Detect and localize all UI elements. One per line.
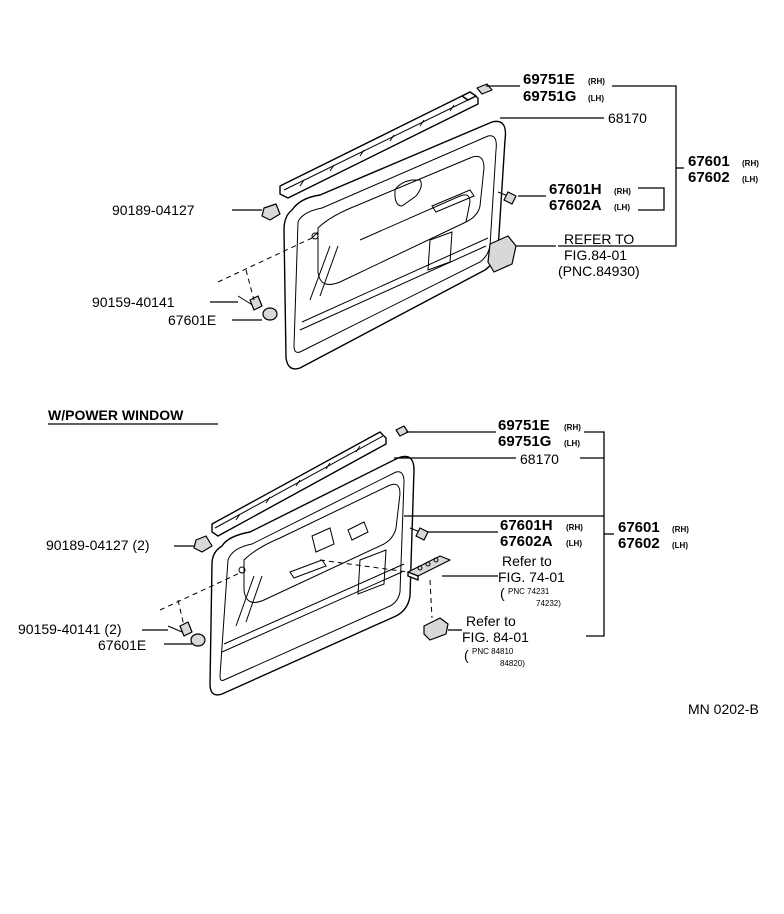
lower-ref1-line1: Refer to xyxy=(502,553,552,569)
upper-trim-clip xyxy=(261,203,281,221)
lower-power-window-switch xyxy=(423,617,449,641)
upper-ref-line2: FIG.84-01 xyxy=(564,247,627,263)
upper-label-69751G-side: (LH) xyxy=(588,94,604,103)
lower-label-67602: 67602 xyxy=(618,535,660,552)
upper-ref-line3: (PNC.84930) xyxy=(558,263,640,279)
lower-label-67601H: 67601H xyxy=(500,517,553,534)
lower-screw-cap xyxy=(190,633,206,647)
lower-ref2-pnc-b: 84820) xyxy=(500,659,525,668)
upper-label-clip: 90189-04127 xyxy=(112,202,195,218)
lower-label-cap: 67601E xyxy=(98,637,146,653)
lower-label-67602-side: (LH) xyxy=(672,541,688,550)
upper-label-69751E: 69751E xyxy=(523,71,575,88)
lower-label-clip: 90189-04127 (2) xyxy=(46,537,150,553)
lower-belt-moulding xyxy=(211,431,387,537)
upper-label-67602: 67602 xyxy=(688,169,730,186)
upper-assembly: 69751E (RH) 69751G (LH) 68170 67601 (RH)… xyxy=(92,71,759,370)
upper-label-67601-side: (RH) xyxy=(742,159,759,168)
lower-label-screw: 90159-40141 (2) xyxy=(18,621,122,637)
lower-ref2-pnc-a: PNC 84810 xyxy=(472,647,514,656)
upper-screw xyxy=(237,295,263,311)
lower-armrest-screw xyxy=(409,527,429,541)
upper-belt-moulding xyxy=(279,91,479,199)
figure-code: MN 0202-B xyxy=(688,701,759,717)
lower-ref1-line2: FIG. 74-01 xyxy=(498,569,565,585)
lower-assembly: 69751E (RH) 69751G (LH) 68170 67601H (RH… xyxy=(18,417,689,696)
upper-label-67601H: 67601H xyxy=(549,181,602,198)
lower-label-69751E-side: (RH) xyxy=(564,423,581,432)
upper-screw-cap xyxy=(262,307,278,321)
lower-label-67601-side: (RH) xyxy=(672,525,689,534)
lower-label-67601: 67601 xyxy=(618,519,660,536)
lower-label-69751G-side: (LH) xyxy=(564,439,580,448)
lower-ref1-pnc-open: ( xyxy=(500,585,505,601)
upper-label-69751G: 69751G xyxy=(523,88,576,105)
lower-label-69751E: 69751E xyxy=(498,417,550,434)
upper-switch-base xyxy=(487,235,517,273)
upper-label-67602-side: (LH) xyxy=(742,175,758,184)
upper-label-67602A: 67602A xyxy=(549,197,602,214)
upper-label-67601: 67601 xyxy=(688,153,730,170)
upper-ref-line1: REFER TO xyxy=(564,231,634,247)
lower-switch-plate xyxy=(407,555,451,581)
lower-label-68170: 68170 xyxy=(520,451,559,467)
lower-moulding-clip xyxy=(395,425,409,437)
upper-door-trim-panel xyxy=(283,120,507,370)
lower-ref2-line1: Refer to xyxy=(466,613,516,629)
upper-label-cap: 67601E xyxy=(168,312,216,328)
lower-label-67602A-side: (LH) xyxy=(566,539,582,548)
lower-door-trim-panel xyxy=(209,455,415,696)
upper-label-67601H-side: (RH) xyxy=(614,187,631,196)
lower-ref2-pnc-open: ( xyxy=(464,647,469,663)
upper-label-69751E-side: (RH) xyxy=(588,77,605,86)
upper-label-screw: 90159-40141 xyxy=(92,294,175,310)
upper-label-67602A-side: (LH) xyxy=(614,203,630,212)
lower-trim-clip xyxy=(193,535,213,553)
lower-label-67602A: 67602A xyxy=(500,533,553,550)
lower-label-67601H-side: (RH) xyxy=(566,523,583,532)
upper-label-68170: 68170 xyxy=(608,110,647,126)
lower-screw xyxy=(167,621,193,637)
lower-ref1-pnc-b: 74232) xyxy=(536,599,561,608)
section-title: W/POWER WINDOW xyxy=(48,407,184,423)
lower-label-69751G: 69751G xyxy=(498,433,551,450)
lower-ref2-line2: FIG. 84-01 xyxy=(462,629,529,645)
upper-armrest-screw xyxy=(497,191,517,205)
lower-ref1-pnc-a: PNC 74231 xyxy=(508,587,550,596)
